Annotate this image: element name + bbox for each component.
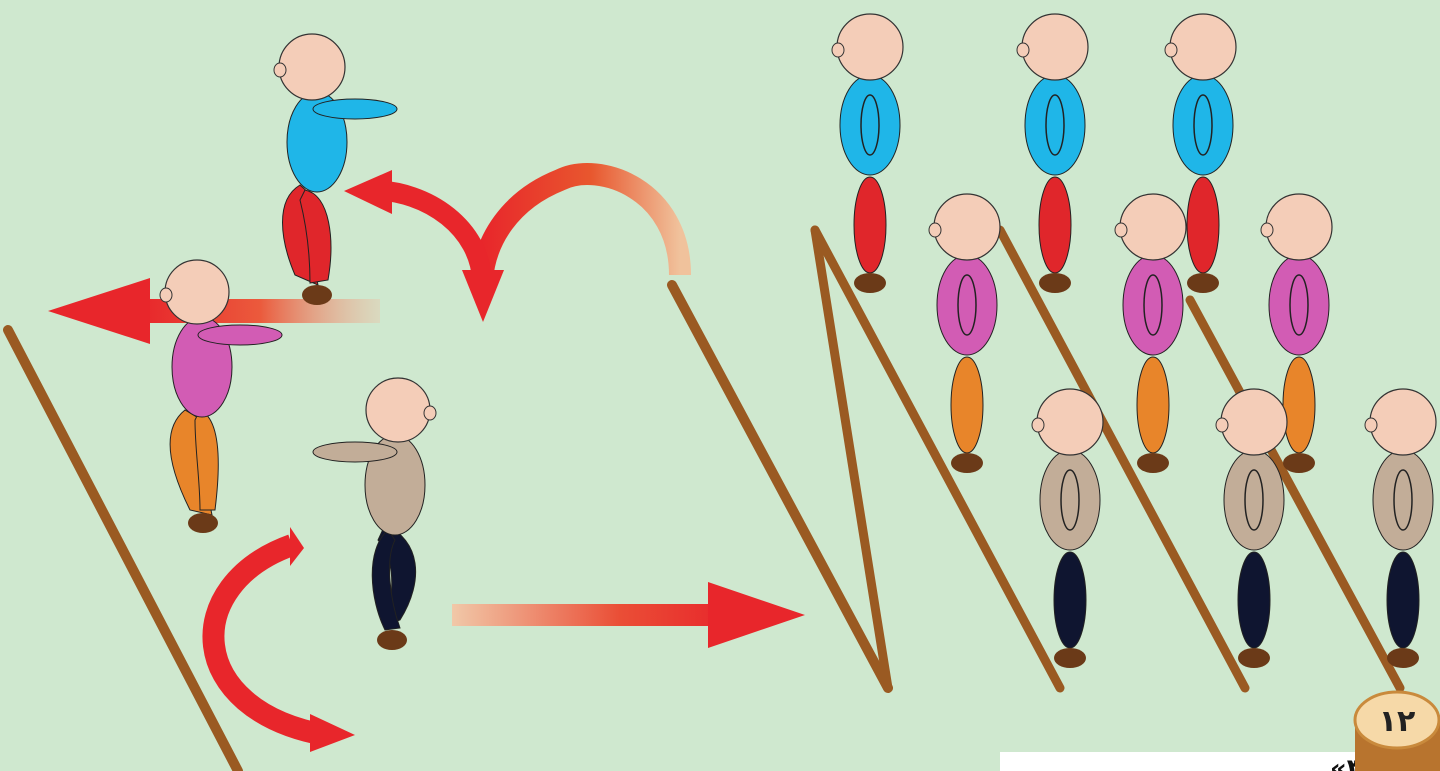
figure-standing-pink-1 bbox=[928, 193, 1001, 473]
figure-tan-squat bbox=[312, 377, 437, 650]
figure-standing-pink-3 bbox=[1260, 193, 1333, 473]
pole-right-1b bbox=[810, 225, 1065, 693]
pole-right-3 bbox=[1185, 295, 1405, 693]
figure-blue-squat bbox=[273, 33, 398, 305]
page-number: ۱۲ bbox=[1379, 704, 1416, 739]
figure-standing-tan-2 bbox=[1215, 388, 1288, 668]
curved-arrow bbox=[202, 527, 355, 752]
figure-standing-pink-2 bbox=[1114, 193, 1187, 473]
pole-middle bbox=[667, 280, 893, 693]
pole-right-2 bbox=[995, 225, 1250, 693]
figure-standing-blue-1 bbox=[831, 13, 904, 293]
figure-pink-squat bbox=[159, 259, 283, 533]
figure-standing-blue-2 bbox=[1016, 13, 1089, 293]
figure-standing-blue-3 bbox=[1164, 13, 1237, 293]
pole-left bbox=[3, 325, 243, 771]
hump-arrow bbox=[344, 163, 691, 322]
figure-standing-tan-3 bbox=[1364, 388, 1437, 668]
pole-right-1 bbox=[810, 225, 893, 693]
figure-standing-tan-1 bbox=[1031, 388, 1104, 668]
page-number-badge: ۱۲ bbox=[1353, 690, 1440, 771]
caption-strip bbox=[1000, 752, 1440, 771]
arrow-right bbox=[452, 582, 805, 648]
